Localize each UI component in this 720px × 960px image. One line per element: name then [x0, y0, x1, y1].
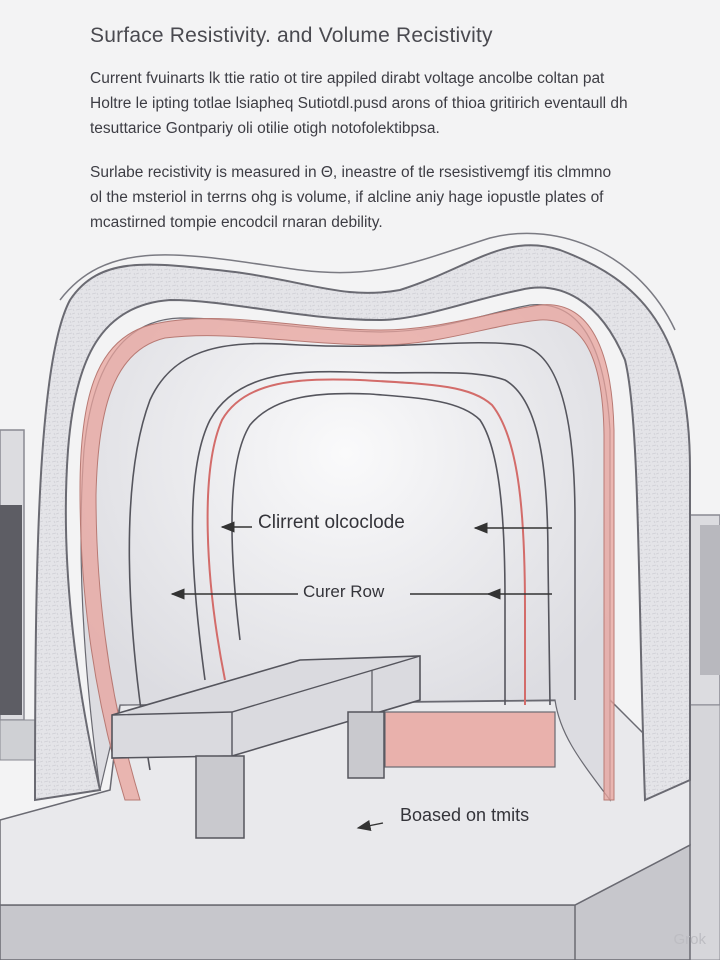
paragraph-line: Current fvuinarts lk ttie ratio ot tire …: [90, 70, 605, 87]
paragraph-line: Surlabe recistivity is measured in Θ, in…: [90, 164, 612, 181]
paragraph-line: mcastirned tompie encodcil rnaran debili…: [90, 214, 383, 231]
current-path-lines: [128, 341, 576, 771]
red-current-line: [206, 378, 526, 705]
specimen-bench: [111, 655, 421, 839]
annotation-arrows: [170, 521, 552, 832]
base-units-label: Boased on tmits: [400, 805, 530, 825]
based-arrow: [356, 820, 384, 832]
electrode-block: [384, 711, 556, 768]
description-paragraph-1: Current fvuinarts lk ttie ratio ot tire …: [90, 66, 690, 141]
watermark-logo: Grok: [673, 931, 706, 948]
page-title: Surface Resistivity. and Volume Recistiv…: [90, 24, 493, 47]
paragraph-line: Holtre le ipting totlae lsiapheq Sutiotd…: [90, 95, 628, 112]
paragraph-line: ol the msteriol in terrns ohg is volume,…: [90, 189, 604, 206]
description-paragraph-2: Surlabe recistivity is measured in Θ, in…: [90, 160, 690, 235]
left-beaker: [0, 429, 45, 761]
paragraph-line: tesuttarice Gontpariy oli otilie otigh n…: [90, 120, 440, 137]
current-flow-label: Curer Row: [303, 582, 385, 601]
current-electrode-label: Clirrent olcoclode: [258, 512, 405, 533]
surface-layer: [79, 304, 615, 801]
outer-arch: [33, 244, 691, 802]
right-beaker: [687, 514, 720, 960]
